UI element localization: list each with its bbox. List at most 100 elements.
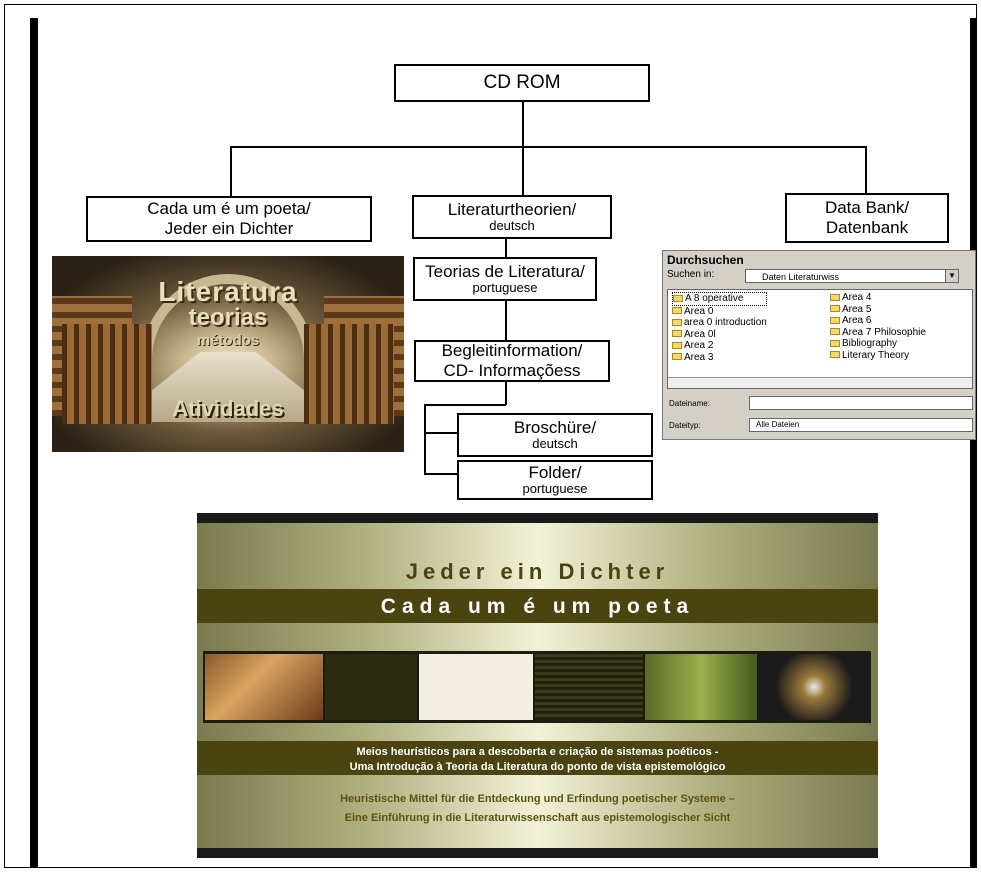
- strip-tile: [205, 654, 323, 720]
- subtitle-line: Eine Einführung in die Literaturwissensc…: [344, 812, 731, 824]
- search-in-label: Suchen in:: [667, 269, 715, 280]
- banner-title-pt: Cada um é um poeta: [380, 595, 695, 618]
- filename-label: Dateiname:: [669, 399, 710, 408]
- folder-icon: [673, 294, 683, 302]
- folder-item[interactable]: Literary Theory: [830, 350, 926, 362]
- filetype-value: Alle Dateien: [756, 420, 800, 429]
- filetype-select[interactable]: Alle Dateien: [749, 418, 973, 432]
- folder-label: Area 0: [684, 305, 714, 317]
- node-cada-um: Cada um é um poeta/ Jeder ein Dichter: [86, 196, 372, 242]
- node-label: deutsch: [489, 218, 535, 234]
- page-frame: [4, 4, 977, 868]
- filename-input[interactable]: [749, 396, 973, 410]
- folder-item[interactable]: Area 2: [672, 340, 767, 352]
- horizontal-scrollbar[interactable]: [668, 377, 972, 388]
- node-label: Jeder ein Dichter: [164, 219, 294, 238]
- root-node: CD ROM: [394, 64, 650, 102]
- cover-subtitle: Atividades: [172, 396, 284, 421]
- folder-label: Area 6: [842, 315, 872, 326]
- banner-band: [197, 741, 878, 775]
- banner-title-de: Jeder ein Dichter: [405, 559, 670, 584]
- node-label: Literaturtheorien/: [447, 199, 577, 219]
- library-cover-image: Literatura teorias métodos Atividades: [52, 256, 404, 452]
- node-label: Begleitinformation/: [441, 341, 583, 361]
- connector: [505, 300, 507, 342]
- node-label: portuguese: [522, 481, 588, 497]
- folder-label: A 8 operative: [685, 293, 744, 304]
- banner-subtitle-de: Heuristische Mittel für die Entdeckung u…: [197, 790, 878, 828]
- gate: [62, 324, 152, 424]
- folder-icon: [830, 339, 840, 347]
- connector: [865, 146, 867, 194]
- folder-label: Area 0l: [684, 328, 716, 340]
- root-label: CD ROM: [483, 72, 561, 94]
- folder-label: Area 7 Philosophie: [842, 326, 926, 338]
- folder-label: Bibliography: [842, 338, 898, 349]
- folder-item[interactable]: Area 6: [830, 315, 926, 327]
- folder-item[interactable]: Area 7 Philosophie: [830, 327, 926, 339]
- connector: [505, 381, 507, 405]
- banner-subtitle-pt: Meios heurísticos para a descoberta e cr…: [197, 745, 878, 775]
- node-begleitinformation: Begleitinformation/ CD- Informaçõess: [414, 340, 610, 382]
- connector: [522, 100, 524, 148]
- folder-label: Area 2: [684, 340, 714, 351]
- node-folder: Folder/ portuguese: [457, 460, 653, 500]
- subtitle-line: Uma Introdução à Teoria da Literatura do…: [349, 761, 726, 773]
- node-literaturtheorien: Literaturtheorien/ deutsch: [412, 195, 612, 239]
- folder-item[interactable]: Area 0l: [672, 329, 767, 341]
- connector: [505, 238, 507, 258]
- connector: [424, 473, 458, 475]
- strip-tile: [419, 654, 533, 720]
- banner-band: [197, 589, 878, 623]
- folder-icon: [830, 293, 840, 301]
- folder-select[interactable]: Daten Literaturwiss ▼: [745, 269, 959, 283]
- folder-icon: [672, 353, 682, 361]
- folder-column: A 8 operative Area 0 area 0 introduction…: [672, 292, 767, 363]
- subtitle-line: Heuristische Mittel für die Entdeckung u…: [340, 793, 735, 805]
- node-data-bank: Data Bank/ Datenbank: [785, 193, 949, 243]
- folder-item[interactable]: Area 3: [672, 352, 767, 364]
- folder-item[interactable]: area 0 introduction: [672, 317, 767, 329]
- folder-item[interactable]: Area 5: [830, 304, 926, 316]
- node-label: Data Bank/: [824, 198, 910, 218]
- folder-select-value: Daten Literaturwiss: [762, 272, 840, 282]
- connector: [230, 146, 866, 148]
- folder-label: Area 5: [842, 303, 872, 315]
- folder-item[interactable]: Bibliography: [830, 338, 926, 350]
- connector: [424, 404, 426, 474]
- node-label: portuguese: [472, 280, 538, 296]
- strip-tile: [535, 654, 643, 720]
- node-label: Cada um é um poeta/: [147, 199, 311, 219]
- cover-title: métodos: [196, 332, 260, 349]
- cover-title: teorias: [188, 304, 268, 331]
- folder-list: A 8 operative Area 0 area 0 introduction…: [667, 289, 973, 389]
- strip-tile: [325, 654, 417, 720]
- folder-icon: [672, 341, 682, 349]
- node-label: Folder/: [528, 462, 582, 482]
- folder-label: area 0 introduction: [684, 317, 767, 328]
- folder-icon: [672, 318, 682, 326]
- cover-title: Literatura: [158, 276, 298, 307]
- right-margin-bar: [970, 18, 976, 868]
- filetype-label: Dateityp:: [669, 421, 701, 430]
- folder-item[interactable]: Area 4: [830, 292, 926, 304]
- dialog-title: Durchsuchen: [663, 251, 975, 269]
- folder-icon: [830, 316, 840, 324]
- folder-icon: [672, 330, 682, 338]
- connector: [522, 146, 524, 196]
- folder-item[interactable]: Area 0: [672, 306, 767, 318]
- chevron-down-icon[interactable]: ▼: [945, 270, 958, 282]
- connector: [230, 146, 232, 198]
- node-broschure: Broschüre/ deutsch: [457, 413, 653, 457]
- folder-label: Literary Theory: [842, 349, 910, 361]
- node-label: CD- Informaçõess: [443, 361, 581, 380]
- strip-tile: [759, 654, 869, 720]
- folder-icon: [830, 305, 840, 313]
- folder-label: Area 4: [842, 292, 872, 303]
- folder-column: Area 4 Area 5 Area 6 Area 7 Philosophie …: [830, 292, 926, 361]
- folder-item[interactable]: A 8 operative: [672, 292, 767, 306]
- folder-icon: [830, 351, 840, 359]
- node-label: Datenbank: [825, 218, 909, 237]
- image-strip: [203, 651, 871, 723]
- node-label: Broschüre/: [513, 417, 597, 437]
